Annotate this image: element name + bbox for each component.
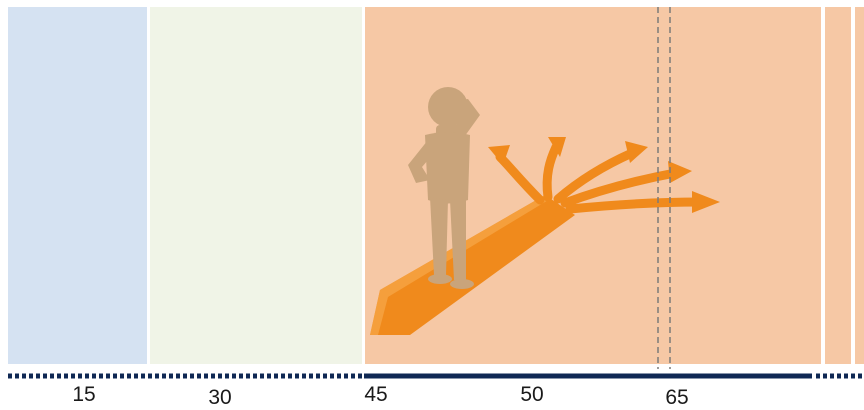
axis-tick-label: 15 <box>72 383 95 407</box>
arrow-branch-1 <box>500 157 540 200</box>
band-peach-narrow <box>825 7 851 364</box>
axis-tick-label: 30 <box>208 386 231 410</box>
dashed-marker-lines <box>650 7 680 369</box>
arrow-branch-5 <box>570 202 700 209</box>
axis-tick-label: 50 <box>520 383 543 407</box>
arrow-branch-2 <box>547 147 556 197</box>
timeline-axis <box>0 368 864 384</box>
axis-tick-label: 65 <box>665 386 688 410</box>
band-green <box>150 7 362 364</box>
person-at-crossroads-icon <box>370 85 740 335</box>
band-blue <box>8 7 147 364</box>
band-peach-edge <box>855 7 864 364</box>
road-shape <box>370 195 575 335</box>
axis-tick-label: 45 <box>364 383 387 407</box>
